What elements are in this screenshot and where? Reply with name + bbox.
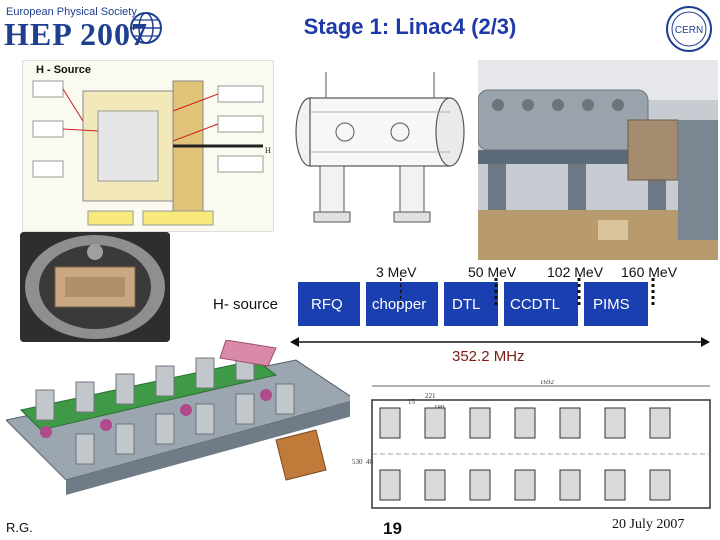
pims-label: PIMS [593, 296, 630, 313]
cern-logo-icon: CERN [666, 6, 712, 52]
eps-organization-label: European Physical Society [6, 6, 137, 18]
header-band [0, 0, 720, 62]
energy-markers [400, 278, 655, 308]
cavity-cross-section: 1692 221 15 180 530 40 [350, 380, 720, 510]
footer-author: R.G. [6, 520, 33, 535]
frequency-label: 352.2 MHz [452, 348, 525, 365]
dim-left2: 40 [366, 458, 374, 466]
dim-left: 530 [352, 458, 363, 466]
linac-photo [478, 60, 718, 260]
globe-icon [130, 12, 162, 44]
energy-label-3mev: 3 MeV [376, 264, 417, 280]
rfq-drawing [290, 62, 470, 242]
ccdtl-label: CCDTL [510, 296, 561, 313]
dim-top: 1692 [540, 380, 555, 386]
rfq-box [298, 282, 360, 326]
dim-b: 15 [408, 398, 416, 406]
energy-label-50mev: 50 MeV [468, 264, 517, 280]
chopper-box [366, 282, 438, 326]
cern-logo-text: CERN [675, 25, 703, 36]
pims-box [584, 282, 648, 326]
frequency-arrow [290, 337, 710, 347]
energy-label-160mev: 160 MeV [621, 264, 678, 280]
rfq-label: RFQ [311, 296, 343, 313]
source-beam-label: H [265, 146, 271, 155]
page-number: 19 [383, 519, 402, 538]
footer-date: 20 July 2007 [612, 517, 685, 532]
dtl-box [444, 282, 498, 326]
conference-logo-text: HEP 2007 [4, 16, 149, 52]
dtl-label: DTL [452, 296, 481, 313]
dim-a: 221 [425, 392, 436, 400]
source-photo [20, 232, 170, 342]
page-title: Stage 1: Linac4 (2/3) [303, 14, 517, 39]
hsource-label: H- source [213, 296, 279, 313]
energy-label-102mev: 102 MeV [547, 264, 604, 280]
linac-cad-render [6, 340, 356, 495]
source-schematic-diagram: H [22, 60, 274, 232]
ccdtl-box [504, 282, 578, 326]
source-schematic-label: H - Source [36, 64, 92, 76]
